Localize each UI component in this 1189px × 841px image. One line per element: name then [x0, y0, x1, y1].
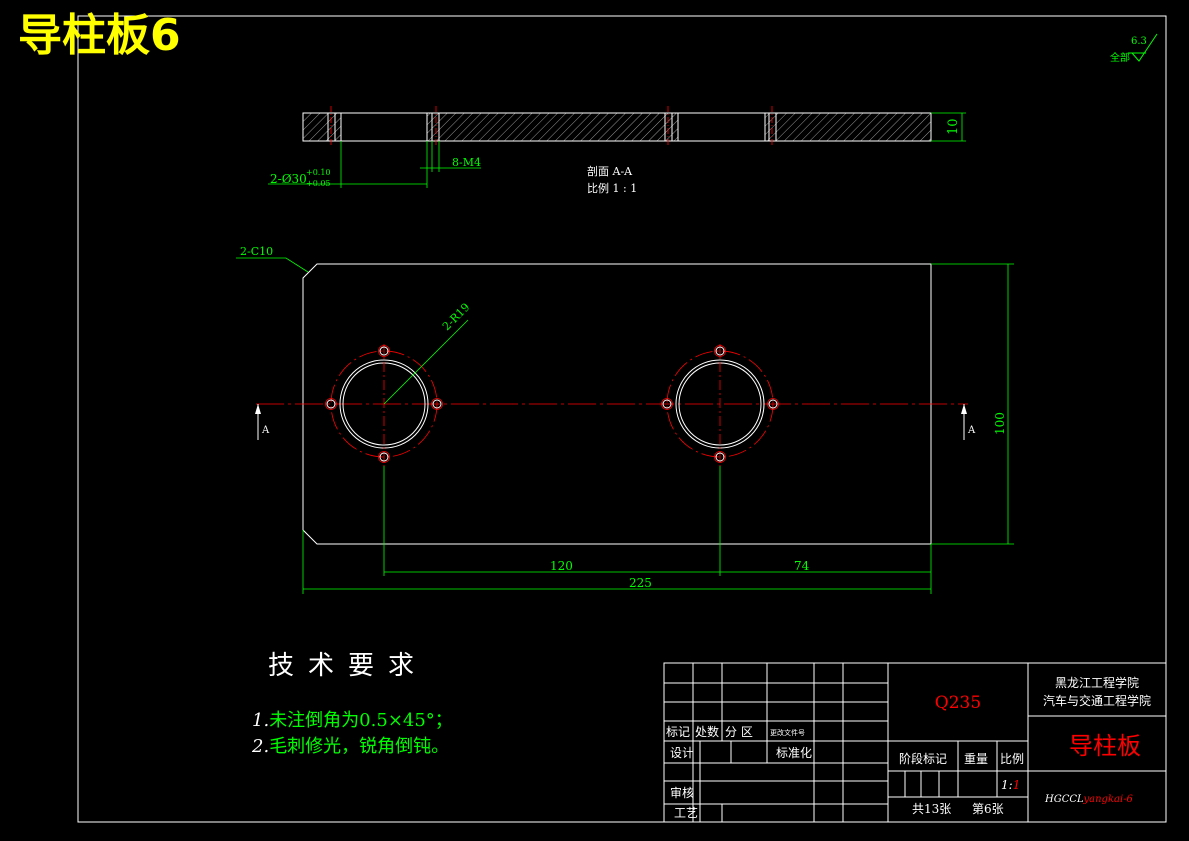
tech-requirement-text: 毛刺修光，锐角倒钝。 [269, 736, 450, 757]
hole-tol-lower: +0.05 [306, 179, 331, 188]
hole-dim: 2-Ø30 [270, 172, 307, 186]
label-mark: 标记 [666, 725, 690, 739]
plan-view: 2-R19 2-C10 A A 100 [236, 245, 1014, 594]
sheet-number: 第6张 [972, 802, 1004, 816]
hole-tol-upper: +0.10 [306, 168, 331, 177]
roughness-symbol: 6.3 全部 [1110, 33, 1158, 64]
material: Q235 [935, 693, 981, 713]
hole-group-left [325, 344, 443, 466]
tech-requirement-text: 未注倒角为0.5×45°； [269, 710, 453, 731]
label-weight: 重量 [964, 752, 988, 766]
label-scale: 比例 [1000, 752, 1024, 766]
tech-requirements-heading: 技术要求 [268, 651, 429, 681]
label-design: 设计 [670, 746, 694, 760]
drawing-number-suffix: yangkai-6 [1082, 794, 1133, 805]
roughness-scope: 全部 [1110, 51, 1130, 64]
spacing-dim: 120 [550, 559, 573, 573]
total-sheets: 共13张 [912, 802, 951, 816]
page-title: 导柱板6 [18, 10, 181, 61]
thread-dim: 8-M4 [452, 156, 481, 169]
section-marker-left: A [255, 404, 270, 440]
label-process: 工艺 [674, 806, 698, 820]
scale-value-prefix: 1: [1001, 778, 1013, 792]
drawing-number: HGCCLyangkai-6 [1044, 794, 1134, 805]
tech-requirement-number: 2. [252, 736, 270, 757]
college-name: 汽车与交通工程学院 [1043, 693, 1151, 708]
label-doc-no: 更改文件号 [770, 728, 805, 737]
scale-value: 1:1 [1001, 778, 1020, 792]
section-outline [302, 112, 932, 142]
width-dim: 100 [993, 412, 1007, 435]
thickness-dim: 10 [946, 118, 961, 135]
label-standard: 标准化 [776, 746, 812, 760]
section-label: 剖面 A-A [587, 164, 633, 178]
edge-dim: 74 [794, 559, 810, 573]
school-name: 黑龙江工程学院 [1055, 675, 1139, 690]
section-marker-right: A [961, 404, 976, 440]
scale-value-suffix: 1 [1013, 778, 1021, 792]
chamfer-dim: 2-C10 [240, 245, 273, 258]
label-review: 审核 [670, 785, 694, 800]
section-view: 10 2-Ø30 +0.10 +0.05 8-M4 剖面 A-A 比例 1 : … [268, 106, 966, 195]
title-block [663, 662, 1167, 823]
label-count: 处数 [695, 724, 719, 739]
section-scale-label: 比例 1 : 1 [587, 181, 637, 195]
drawing-frame [77, 15, 1167, 823]
tech-requirement-item: 2.毛刺修光，锐角倒钝。 [252, 732, 449, 758]
radius-dim: 2-R19 [440, 301, 473, 334]
radius-leader [383, 319, 469, 405]
label-zone: 分 区 [725, 725, 753, 739]
section-hatch [765, 113, 931, 141]
length-dim: 225 [629, 576, 652, 590]
title-block-text: Q235 黑龙江工程学院 汽车与交通工程学院 导柱板 HGCCLyangkai-… [666, 675, 1151, 820]
section-marker-left-label: A [261, 425, 270, 436]
part-name: 导柱板 [1069, 732, 1141, 760]
section-marker-right-label: A [967, 425, 976, 436]
roughness-value: 6.3 [1131, 36, 1147, 47]
hole-group-right [661, 344, 779, 466]
tech-requirement-number: 1. [252, 710, 270, 731]
tech-requirement-item: 1.未注倒角为0.5×45°； [252, 706, 453, 732]
section-hatch [427, 113, 678, 141]
chamfer-leader [236, 257, 309, 273]
drawing-number-prefix: HGCCL [1044, 794, 1084, 805]
label-stage: 阶段标记 [899, 751, 947, 766]
